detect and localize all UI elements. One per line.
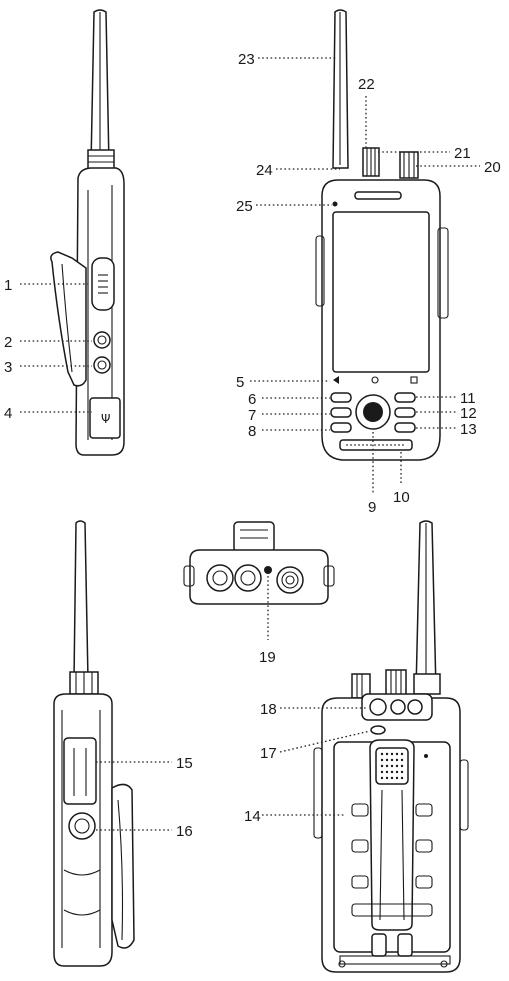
callout-10: 10: [393, 489, 410, 506]
callout-9: 9: [368, 499, 376, 516]
callout-25: 25: [236, 198, 253, 215]
callout-20: 20: [484, 159, 501, 176]
front-view: [315, 9, 449, 461]
callout-5: 5: [236, 374, 244, 391]
callout-13: 13: [460, 421, 477, 438]
callout-12: 12: [460, 405, 477, 422]
top-grille: [354, 191, 402, 200]
key-left-mid: [330, 407, 352, 418]
menu-nav-icon: [410, 376, 418, 384]
callout-3: 3: [4, 359, 12, 376]
key-left-top: [330, 392, 352, 403]
top-button: [264, 566, 272, 574]
top-antenna-mount: [276, 566, 304, 594]
side2-clip: [111, 783, 135, 949]
callout-16: 16: [176, 823, 193, 840]
back-nav-icon: [333, 376, 339, 384]
usb-cover: [89, 397, 121, 439]
callout-23: 23: [238, 51, 255, 68]
key-right-mid: [394, 407, 416, 418]
callout-numbers: 1 2 3 4 5 6 7 8 9 10 11 12 13 14 15 16 1…: [4, 51, 501, 840]
key-left-bottom: [330, 422, 352, 433]
top-view: [183, 521, 335, 605]
callout-24: 24: [256, 162, 273, 179]
camera-flash-1: [390, 699, 406, 715]
callout-19: 19: [259, 649, 276, 666]
callout-22: 22: [358, 76, 375, 93]
callout-2: 2: [4, 334, 12, 351]
camera-lens: [369, 698, 387, 716]
back-view: [313, 520, 469, 973]
callout-11: 11: [460, 390, 476, 407]
led-indicator: [332, 201, 338, 207]
key-right-top: [394, 392, 416, 403]
camera-flash-2: [407, 699, 423, 715]
callout-leaders: [20, 57, 480, 831]
leader-17: [279, 730, 371, 753]
belt-clip: [50, 251, 87, 387]
side2-port: [68, 812, 96, 840]
home-nav-icon: [371, 376, 379, 384]
side-key-1: [93, 331, 111, 349]
callout-4: 4: [4, 405, 12, 422]
nav-center-key: [363, 402, 383, 422]
callout-21: 21: [454, 145, 471, 162]
callout-15: 15: [176, 755, 193, 772]
screen: [332, 211, 430, 373]
top-clip-tab: [233, 521, 275, 553]
antenna-base: [87, 149, 115, 171]
callout-14: 14: [244, 808, 261, 825]
back-antenna-base: [413, 673, 441, 695]
side-key-2: [93, 356, 111, 374]
back-sensor: [370, 725, 386, 735]
top-knob-left: [206, 564, 234, 592]
callout-7: 7: [248, 407, 256, 424]
callout-18: 18: [260, 701, 277, 718]
side-view-left: Ψ: [50, 9, 125, 456]
callout-1: 1: [4, 277, 12, 294]
usb-icon: Ψ: [101, 412, 110, 426]
side2-label-panel: [63, 737, 97, 805]
side2-antenna: [73, 520, 89, 681]
callout-8: 8: [248, 423, 256, 440]
side-view-right: [53, 520, 135, 967]
callout-17: 17: [260, 745, 277, 762]
key-right-bottom: [394, 422, 416, 433]
top-knob-mid: [234, 564, 262, 592]
ptt-button: [91, 257, 115, 311]
callout-6: 6: [248, 391, 256, 408]
